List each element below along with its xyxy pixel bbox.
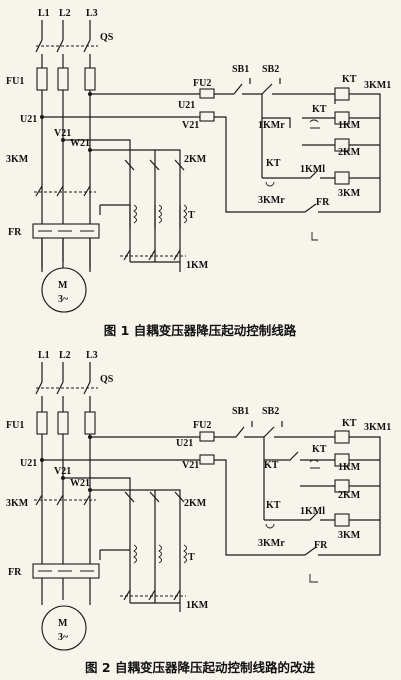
fig2-control (235, 421, 381, 583)
fig2-autotransformer (34, 476, 187, 612)
fig1-phase-lines (35, 20, 98, 272)
fig1-label-l3: L3 (86, 8, 98, 19)
fig2-label-fr: FR (8, 567, 22, 578)
fig2-label-w21: W21 (70, 478, 90, 489)
fig1-label-sb2: SB2 (262, 64, 279, 75)
fig1-label-kt: KT (342, 74, 357, 85)
fig2-label-3km: 3KM (6, 498, 29, 509)
fig1-label-fu2: FU2 (193, 78, 211, 89)
fig2-label-l1: L1 (38, 350, 50, 361)
fig2-label-3kmr: 3KMr (258, 538, 285, 549)
fig2-label-fr: FR (314, 540, 328, 551)
fig2-label-fu1: FU1 (6, 420, 24, 431)
fig2-label-t: T (188, 552, 195, 563)
figure-2-caption: 图 2 自耦变压器降压起动控制线路的改进 (85, 660, 315, 675)
fig1-label-w21: W21 (70, 138, 90, 149)
fig2-label-u21: U21 (176, 438, 193, 449)
fig2-label-fu2: FU2 (193, 420, 211, 431)
fig1-label-1km: 1KM (338, 120, 361, 131)
fig1-label-sb1: SB1 (232, 64, 249, 75)
fig2-label-2km: 2KM (184, 498, 207, 509)
fig1-label-2km: 2KM (184, 154, 207, 165)
fig1-control (233, 78, 381, 241)
fig1-label-v21: V21 (182, 120, 199, 131)
fig2-label-3km1: 3KM1 (364, 422, 391, 433)
fig2-motor (32, 563, 100, 651)
fig2-label-u21: U21 (20, 458, 37, 469)
fig1-label-fu1: FU1 (6, 76, 24, 87)
fig2-label-m: M (58, 618, 68, 629)
fig1-label-kt: KT (266, 158, 281, 169)
fig2-label-kt: KT (312, 444, 327, 455)
fig2-label-kt: KT (264, 460, 279, 471)
fig1-autotransformer (34, 138, 187, 272)
fig2-label-1kml: 1KMl (300, 506, 325, 517)
fig1-motor (32, 223, 100, 313)
fig2-label-3km: 3KM (338, 530, 361, 541)
fig2-label-l3: L3 (86, 350, 98, 361)
fig2-label-1km: 1KM (186, 600, 209, 611)
fig2-label-qs: QS (100, 374, 114, 385)
figure-1 (32, 20, 381, 313)
fig1-label-u21: U21 (20, 114, 37, 125)
fig1-label-3km: 3KM (338, 188, 361, 199)
fig1-label-2km: 2KM (338, 147, 361, 158)
fig1-label-kt: KT (312, 104, 327, 115)
figure-2 (32, 362, 381, 651)
fig2-label-2km: 2KM (338, 490, 361, 501)
fig2-label-v21: V21 (182, 460, 199, 471)
fig1-label-m: M (58, 280, 68, 291)
fig2-label-kt: KT (342, 418, 357, 429)
fig1-label-1kmr: 1KMr (258, 120, 285, 131)
fig2-label-l2: L2 (59, 350, 71, 361)
fig1-label-qs: QS (100, 32, 114, 43)
fig1-label-1km: 1KM (186, 260, 209, 271)
fig1-label-fr: FR (316, 197, 330, 208)
fig2-label-kt: KT (266, 500, 281, 511)
fig1-label-3km1: 3KM1 (364, 80, 391, 91)
fig2-supply-lines (40, 431, 305, 556)
fig1-label-fr: FR (8, 227, 22, 238)
fig2-label-3: 3~ (58, 632, 69, 643)
fig2-label-1km: 1KM (338, 462, 361, 473)
fig2-label-v21: V21 (54, 466, 71, 477)
fig1-label-t: T (188, 210, 195, 221)
fig2-label-sb1: SB1 (232, 406, 249, 417)
fig1-label-1kml: 1KMl (300, 164, 325, 175)
fig1-label-3kmr: 3KMr (258, 195, 285, 206)
fig1-supply-lines (40, 88, 305, 213)
fig1-label-3: 3~ (58, 294, 69, 305)
fig1-label-u21: U21 (178, 100, 195, 111)
figure-1-caption: 图 1 自耦变压器降压起动控制线路 (104, 323, 297, 338)
fig1-label-3km: 3KM (6, 154, 29, 165)
fig1-label-l2: L2 (59, 8, 71, 19)
fig2-label-sb2: SB2 (262, 406, 279, 417)
fig1-label-v21: V21 (54, 128, 71, 139)
fig1-label-l1: L1 (38, 8, 50, 19)
